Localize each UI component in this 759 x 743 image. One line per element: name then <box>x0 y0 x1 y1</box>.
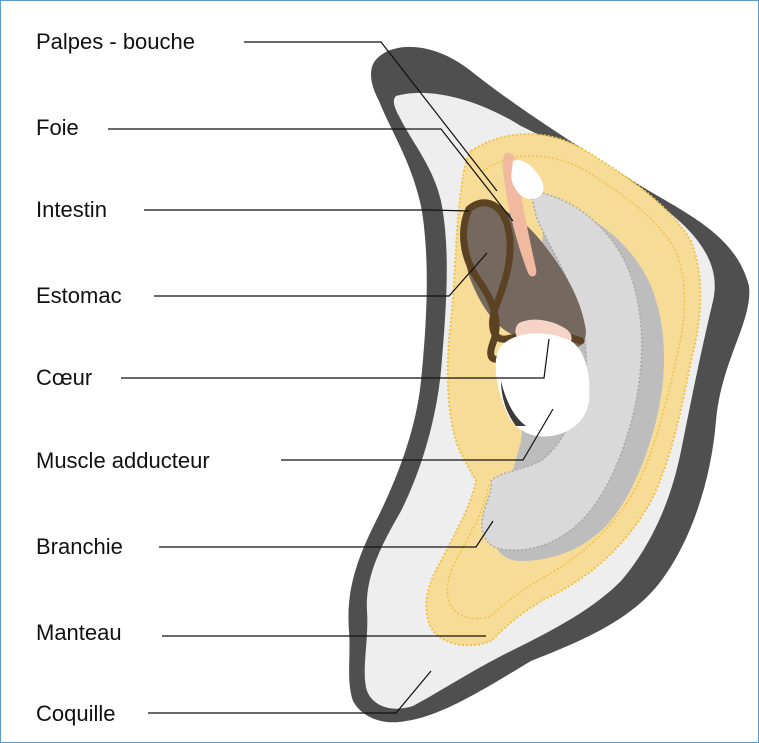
label-branchie: Branchie <box>36 536 123 558</box>
label-manteau: Manteau <box>36 622 122 644</box>
label-muscle: Muscle adducteur <box>36 450 210 472</box>
label-coeur: Cœur <box>36 367 92 389</box>
leader-intestin <box>144 210 469 211</box>
label-palpes: Palpes - bouche <box>36 31 195 53</box>
label-coquille: Coquille <box>36 703 116 725</box>
label-intestin: Intestin <box>36 199 107 221</box>
label-foie: Foie <box>36 117 79 139</box>
label-estomac: Estomac <box>36 285 122 307</box>
